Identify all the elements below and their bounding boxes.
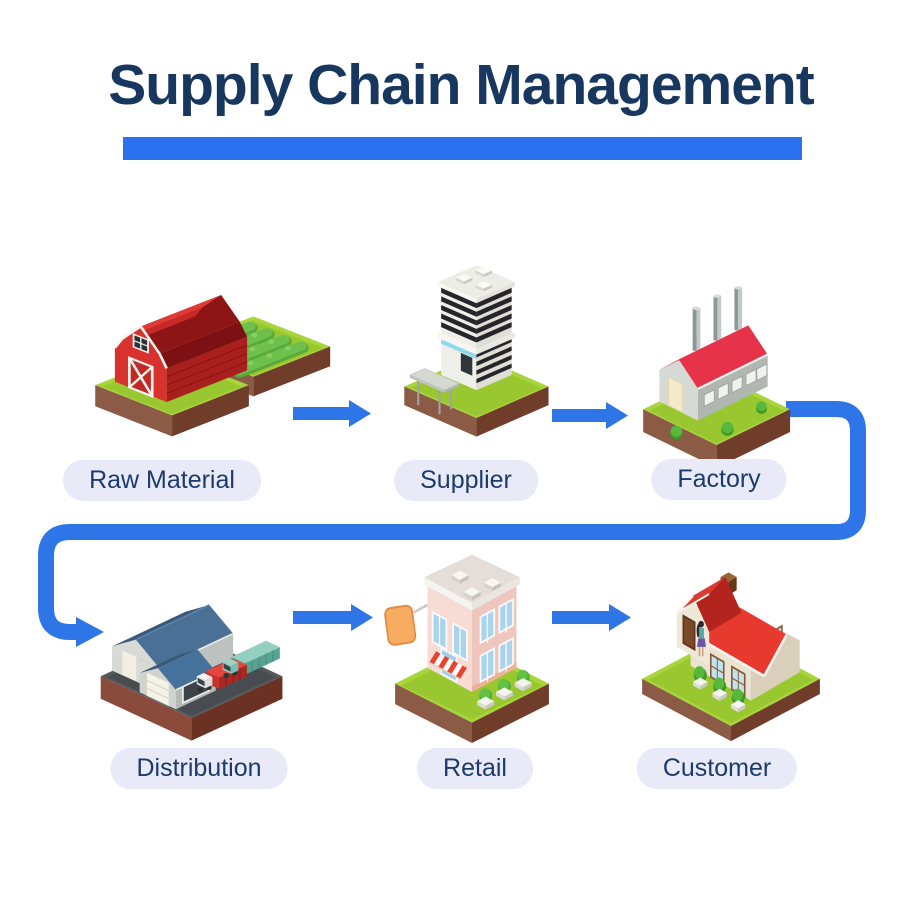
office-building-illustration (404, 265, 549, 437)
page-title: Supply Chain Management (108, 53, 814, 117)
node-label-distribution: Distribution (110, 748, 288, 789)
person-figure (696, 620, 706, 657)
node-label-retail: Retail (417, 748, 533, 789)
node-label-factory: Factory (651, 459, 787, 500)
node-label-supplier: Supplier (394, 460, 538, 501)
factory-building-illustration (643, 286, 791, 468)
barn-and-crops-illustration (95, 294, 331, 437)
storefront-illustration (384, 554, 549, 743)
house-illustration (642, 572, 820, 742)
title-underline-bar (123, 137, 802, 160)
warehouse-trucks-illustration (100, 604, 283, 741)
arrow-distribution-to-retail (293, 604, 373, 631)
node-label-raw-material: Raw Material (63, 460, 261, 501)
arrow-supplier-to-factory (552, 402, 628, 429)
node-label-customer: Customer (636, 748, 798, 789)
